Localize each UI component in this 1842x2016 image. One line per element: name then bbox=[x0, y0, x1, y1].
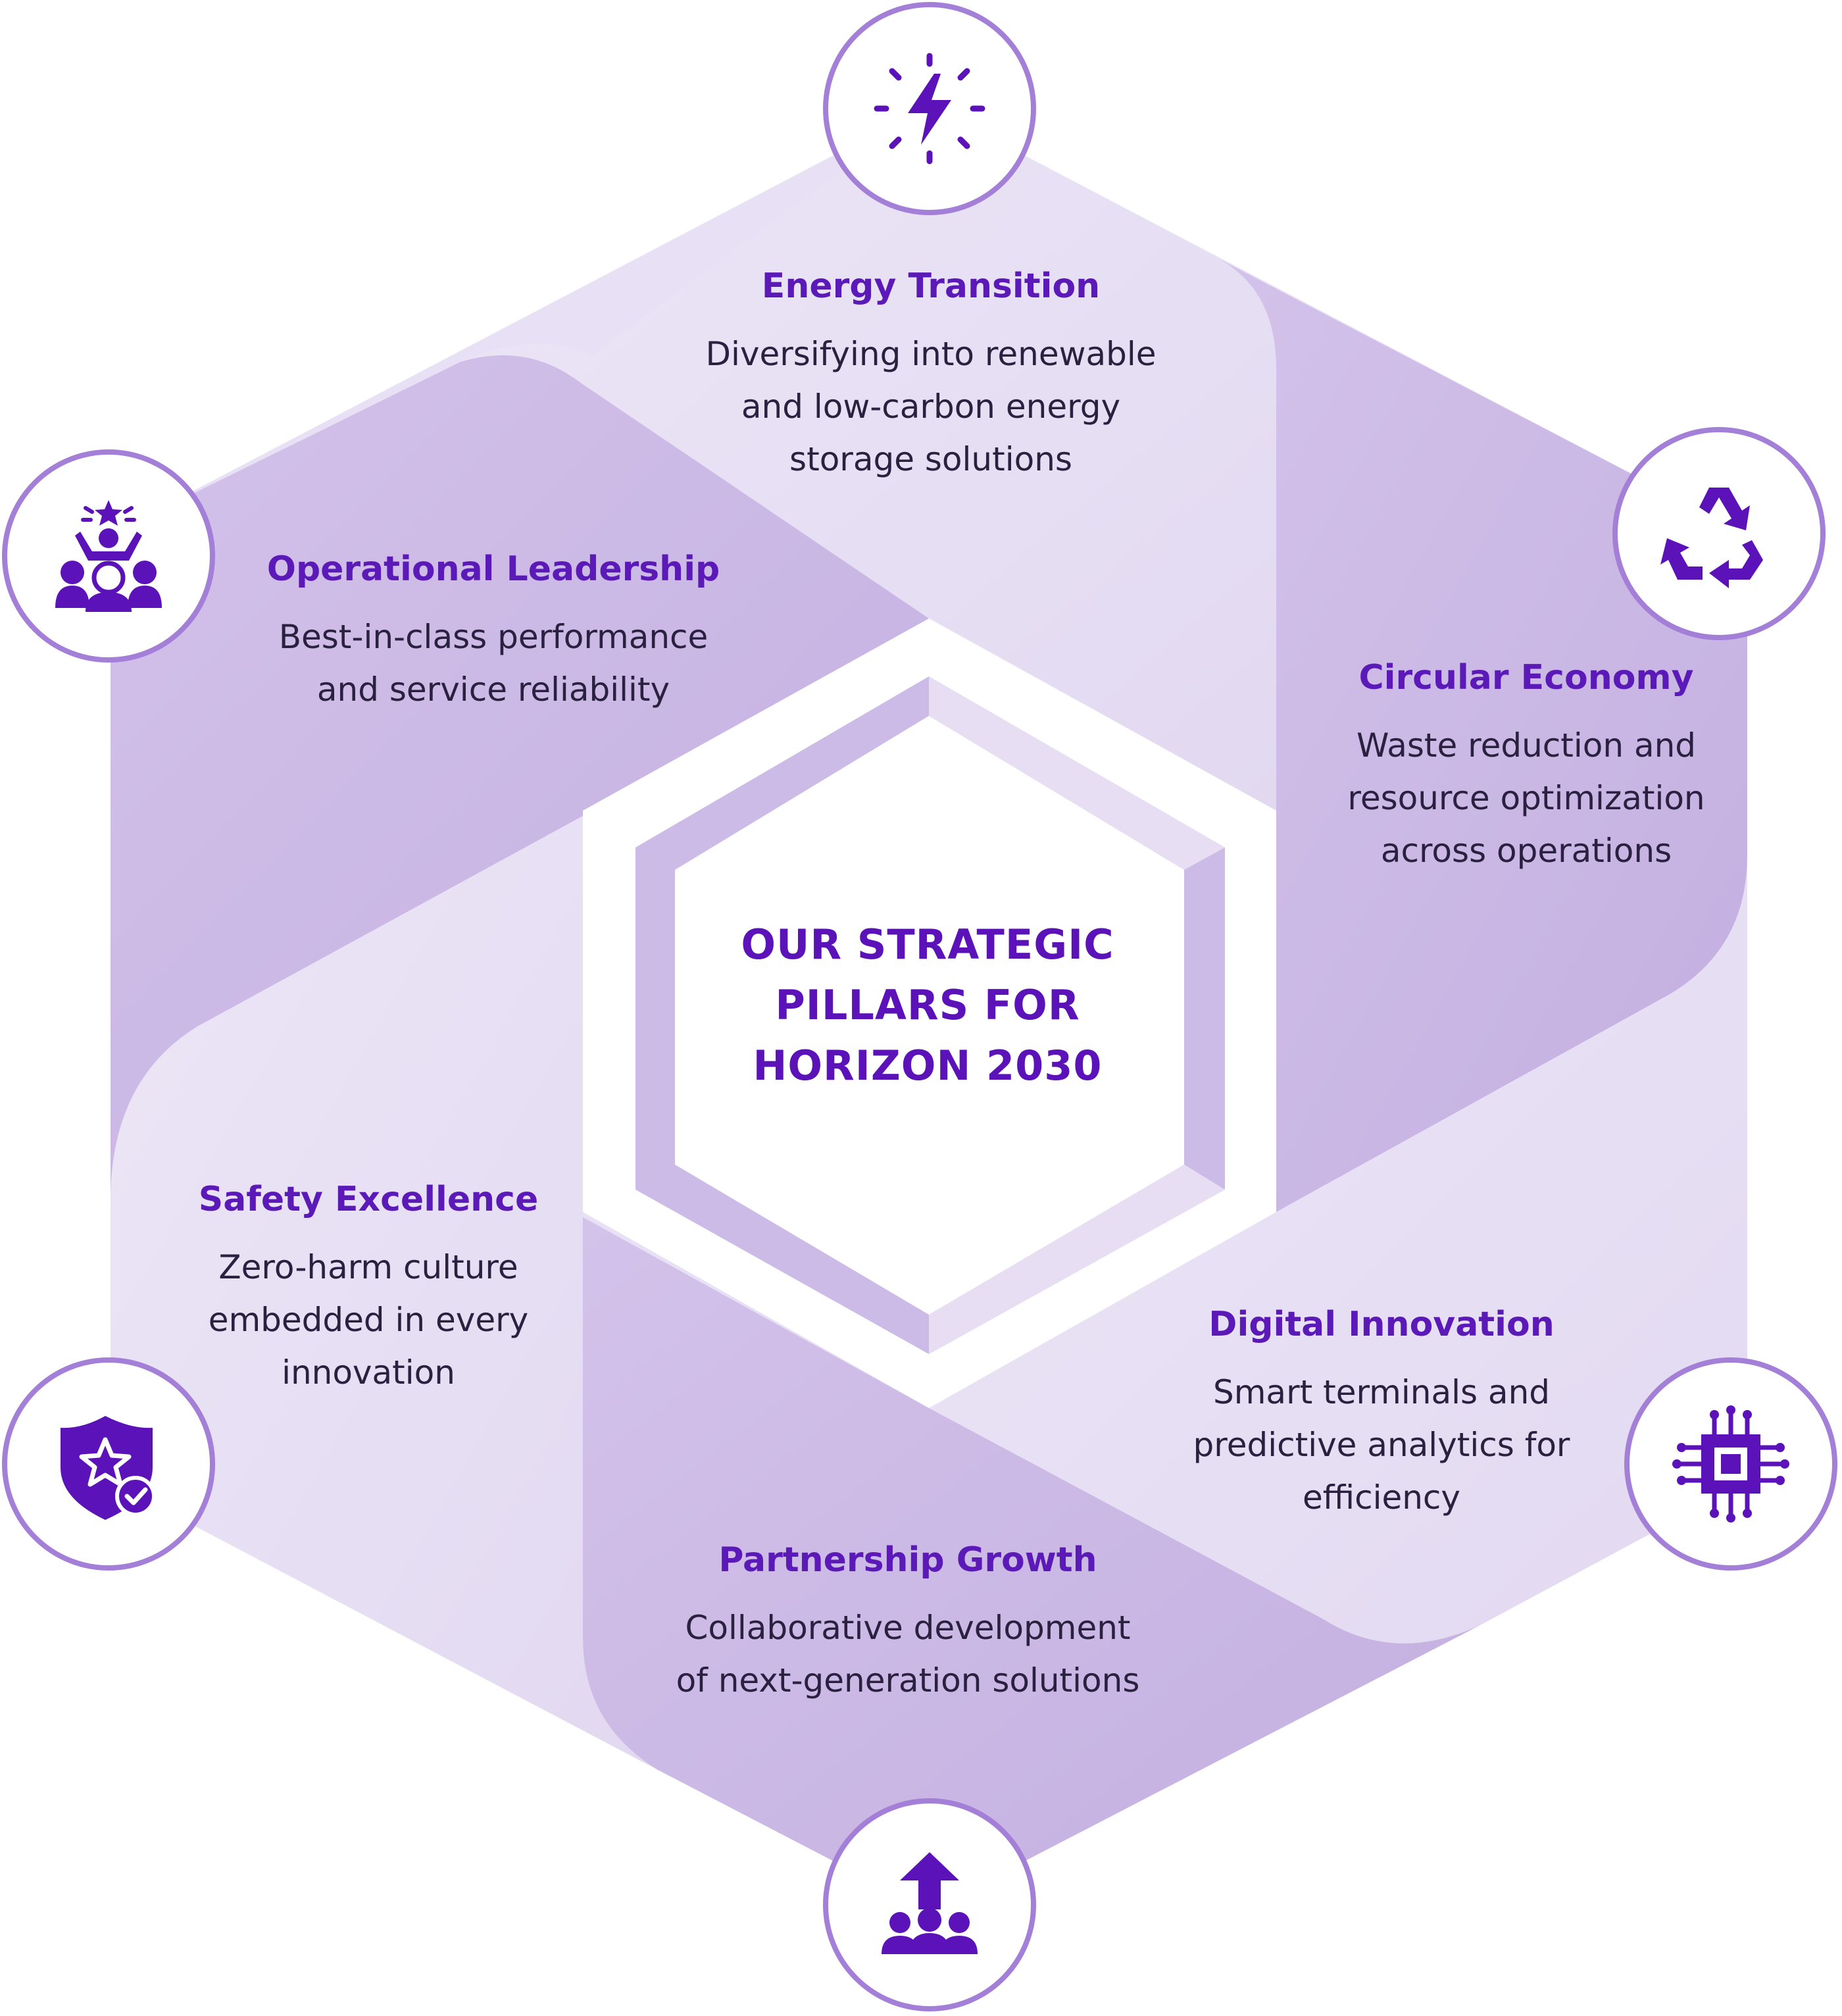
pillar-description: Collaborative development of next-genera… bbox=[676, 1609, 1140, 1700]
center-hexagon-bevel-light2 bbox=[929, 1165, 1225, 1354]
pillar-title: Circular Economy bbox=[1358, 658, 1694, 697]
shield-star-check-icon bbox=[2, 1357, 215, 1571]
pillar-safety-excellence: Safety Excellence Zero-harm culture embe… bbox=[171, 1176, 566, 1399]
circuit-chip-icon bbox=[1624, 1357, 1837, 1571]
pillar-digital-innovation: Digital Innovation Smart terminals and p… bbox=[1158, 1301, 1605, 1524]
pillar-title: Digital Innovation bbox=[1208, 1305, 1555, 1344]
center-title: OUR STRATEGIC PILLARS FOR HORIZON 2030 bbox=[741, 920, 1114, 1090]
band-safety-excellence bbox=[111, 816, 658, 1770]
chip-icon-badge bbox=[1622, 1355, 1839, 1573]
leadership-icon-badge bbox=[0, 447, 217, 665]
pillar-title: Energy Transition bbox=[761, 266, 1101, 306]
center-hexagon-inner bbox=[675, 716, 1184, 1315]
pillar-description: Smart terminals and predictive analytics… bbox=[1193, 1373, 1570, 1517]
recycle-icon bbox=[1612, 427, 1826, 640]
pillar-operational-leadership: Operational Leadership Best-in-class per… bbox=[250, 546, 737, 716]
pillar-description: Waste reduction and resource optimizatio… bbox=[1347, 726, 1705, 870]
pillar-description: Diversifying into renewable and low-carb… bbox=[705, 335, 1157, 478]
pillar-description: Zero-harm culture embedded in every inno… bbox=[208, 1248, 529, 1392]
pillar-partnership-growth: Partnership Growth Collaborative develop… bbox=[632, 1537, 1184, 1707]
center-hexagon-bevel-light bbox=[929, 676, 1225, 870]
pillar-energy-transition: Energy Transition Diversifying into rene… bbox=[664, 263, 1197, 486]
band-circular-economy bbox=[1217, 258, 1747, 1212]
recycle-icon-badge bbox=[1610, 425, 1828, 642]
pillar-circular-economy: Circular Economy Waste reduction and res… bbox=[1309, 655, 1743, 877]
pillar-title: Safety Excellence bbox=[198, 1180, 539, 1219]
band-energy-transition bbox=[460, 105, 1276, 811]
band-digital-innovation bbox=[929, 855, 1747, 1644]
safety-icon-badge bbox=[0, 1355, 217, 1573]
partnership-icon-badge bbox=[821, 1796, 1038, 2013]
lightning-bolt-icon bbox=[823, 2, 1036, 215]
energy-icon-badge bbox=[821, 0, 1038, 217]
leader-team-star-icon bbox=[2, 449, 215, 663]
band-partnership-growth bbox=[583, 1217, 1480, 1911]
pillar-title: Partnership Growth bbox=[718, 1540, 1097, 1580]
band-operational-leadership bbox=[111, 355, 929, 1197]
pillar-title: Operational Leadership bbox=[266, 549, 720, 589]
team-growth-arrow-icon bbox=[823, 1798, 1036, 2011]
pillar-description: Best-in-class performance and service re… bbox=[278, 618, 709, 709]
